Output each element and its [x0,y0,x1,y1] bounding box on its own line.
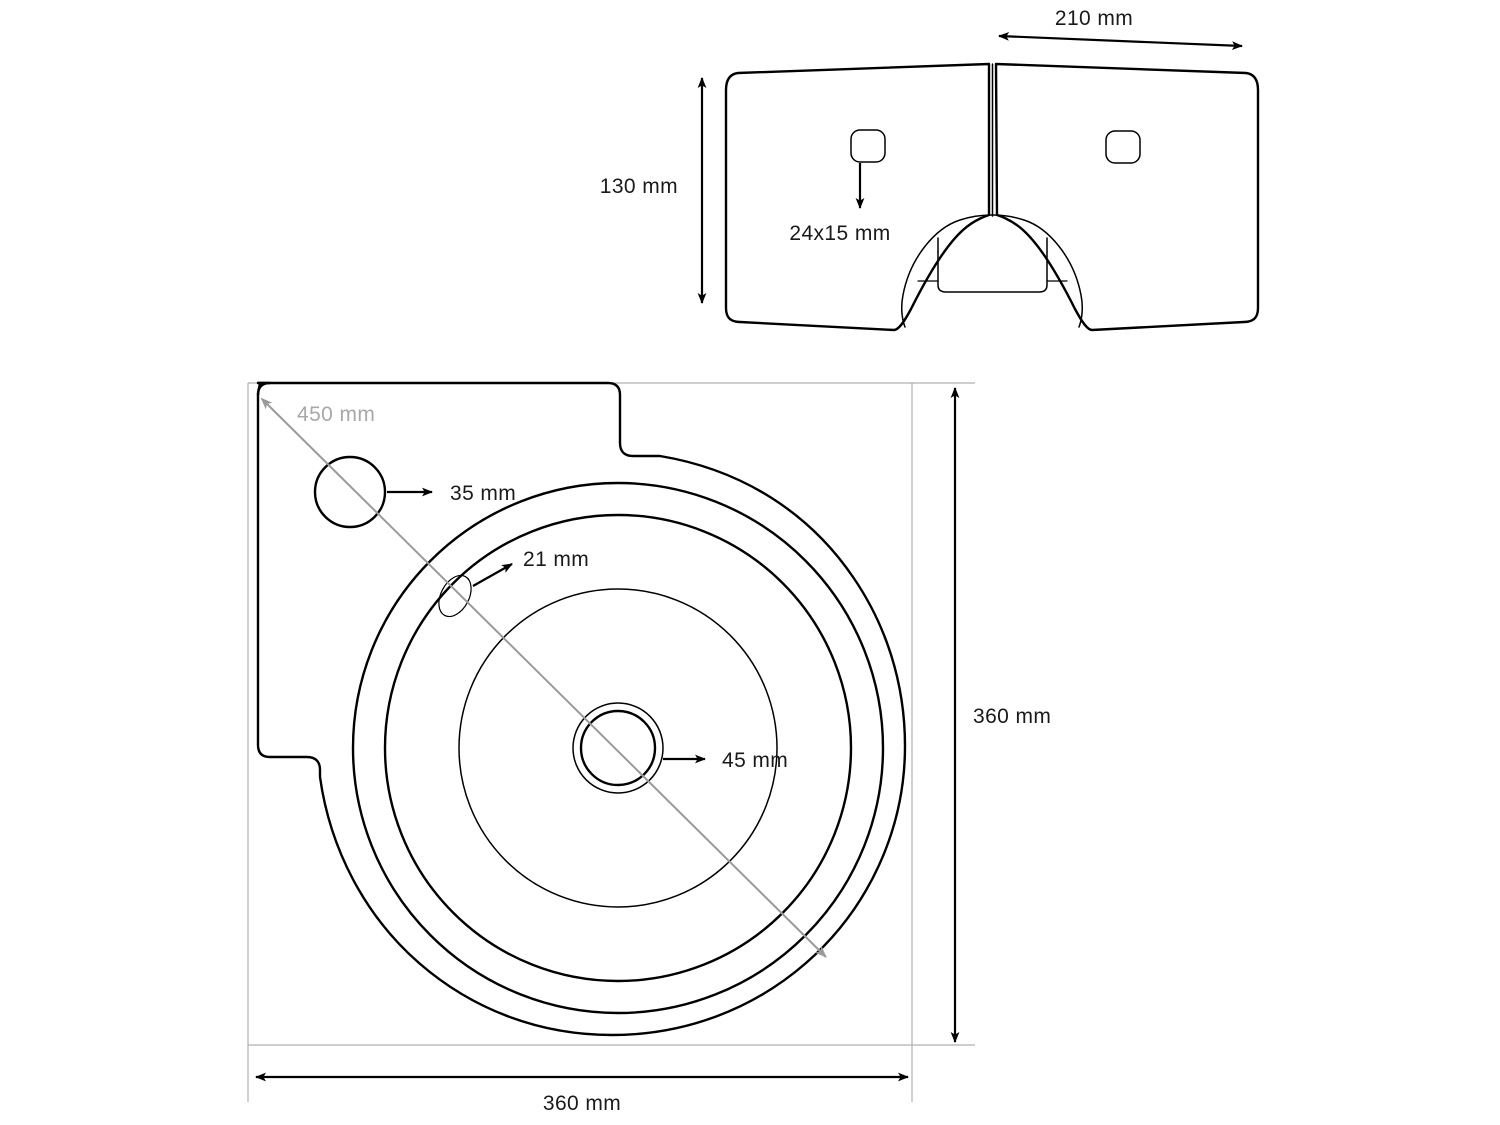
overflow-hole [438,574,472,618]
dimension-360mm-vertical-label: 360 mm [973,705,1051,728]
basin-corner-top-left [256,381,272,397]
mounting-hole-right [1105,130,1141,164]
dimension-450mm: 450 mm [260,397,827,958]
leader-21mm-line [472,563,513,587]
plan-view: 450 mm 35 mm 21 mm 45 mm 360 mm [247,381,1051,1115]
leader-35mm: 35 mm [387,482,516,505]
label-24x15: 24x15 mm [789,222,890,245]
leader-21mm: 21 mm [472,548,589,587]
leader-24x15: 24x15 mm [789,163,890,245]
tap-hole [313,455,387,529]
dimension-450mm-line [260,397,827,958]
leader-45mm: 45 mm [663,749,788,772]
dimension-210mm: 210 mm [998,7,1243,50]
bowl-inner-rim [383,513,853,983]
dimension-360mm-horizontal-label: 360 mm [543,1092,621,1115]
label-21mm: 21 mm [523,548,589,571]
dimension-360mm-horizontal: 360 mm [255,1072,909,1115]
arch-cutout-inner [901,214,1083,328]
dimension-450mm-label: 450 mm [297,403,375,426]
mounting-hole-left [850,129,886,163]
dimension-210mm-line [998,32,1243,50]
bowl-floor-circle [458,588,778,908]
side-panel-left [724,62,991,332]
label-35mm: 35 mm [450,482,516,505]
drain-outer-ring [572,702,664,794]
dimension-210mm-label: 210 mm [1055,7,1133,30]
drain-hole [579,709,657,787]
dimension-360mm-vertical: 360 mm [950,387,1051,1043]
side-panel-right [994,62,1260,332]
dimension-130mm-label: 130 mm [600,175,678,198]
side-elevation-view: 210 mm 130 mm [600,7,1260,332]
label-45mm: 45 mm [722,749,788,772]
rear-block [937,251,1048,293]
dimension-130mm: 130 mm [600,77,707,304]
